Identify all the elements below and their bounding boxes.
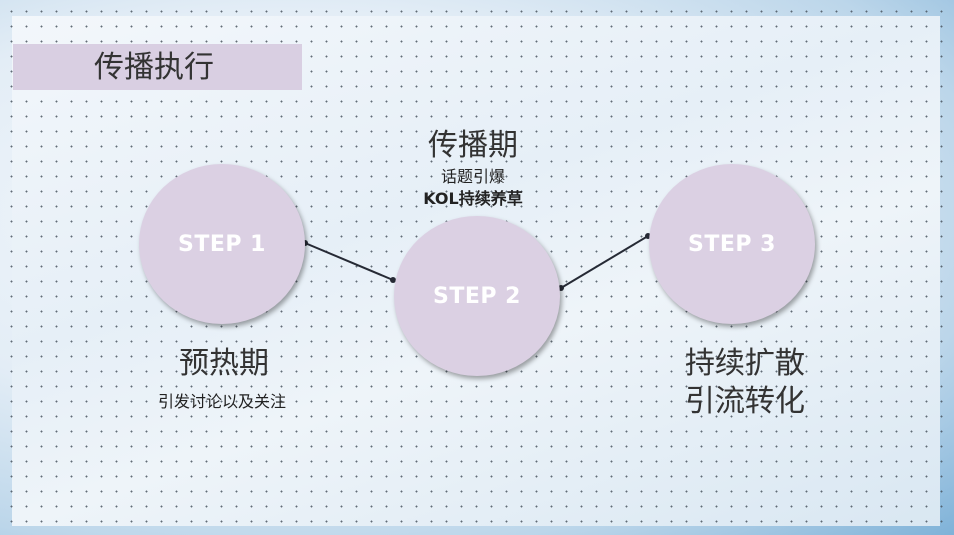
- step-1-label: STEP 1: [178, 231, 266, 257]
- step-2-phase: 传播期: [428, 128, 518, 163]
- step-3-phase-2: 引流转化: [685, 384, 805, 419]
- step-1-desc: 引发讨论以及关注: [157, 392, 286, 411]
- step-2-label: STEP 2: [433, 283, 521, 309]
- step-2-desc-1: 话题引爆: [440, 167, 505, 186]
- step-3-circle: STEP 3: [649, 164, 815, 324]
- step-2-circle: STEP 2: [394, 216, 560, 376]
- step-3-phase: 持续扩散: [685, 346, 805, 381]
- header-band: [13, 44, 302, 90]
- connector-1-2: [304, 242, 394, 281]
- connector-2-3: [560, 235, 649, 289]
- step-1-phase: 预热期: [179, 346, 269, 381]
- step-1-circle: STEP 1: [139, 164, 305, 324]
- page-title: 传播执行: [94, 50, 214, 85]
- step-3-label: STEP 3: [688, 231, 776, 257]
- step-2-desc-2: KOL持续养草: [423, 189, 523, 208]
